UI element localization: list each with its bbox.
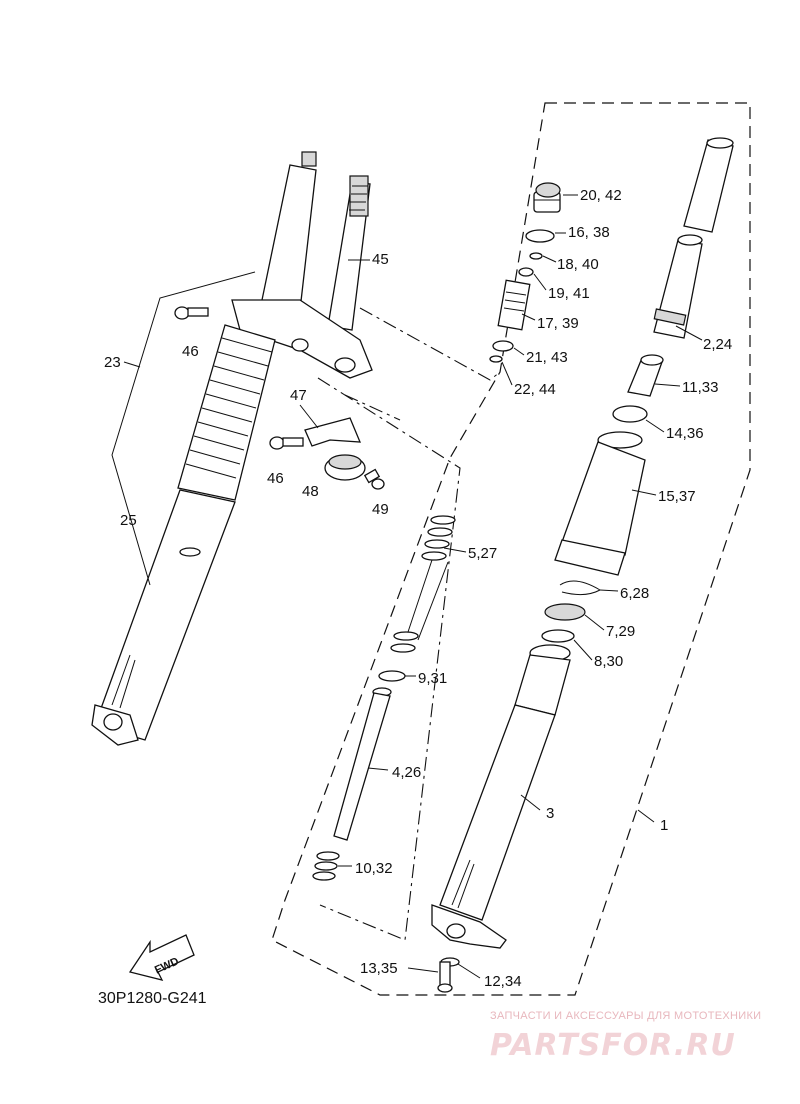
oring-19 (518, 267, 534, 277)
connector-line-lower (317, 377, 461, 941)
label-6-28: 6,28 (620, 585, 649, 602)
washer-21 (492, 340, 514, 352)
connector-line-bracket (344, 394, 401, 421)
bracket-47 (304, 417, 362, 447)
label-15-37: 15,37 (658, 488, 696, 505)
label-1: 1 (660, 817, 668, 834)
label-47: 47 (290, 387, 307, 404)
label-49: 49 (372, 501, 389, 518)
clamp-48 (324, 454, 366, 481)
bushing-11 (627, 354, 664, 397)
label-14-36: 14,36 (666, 425, 704, 442)
spring-5 (390, 515, 456, 653)
leader-23 (111, 271, 256, 586)
band-14 (612, 405, 648, 423)
cap-bolt-20 (533, 182, 561, 213)
bolt-46-top (174, 306, 209, 320)
outer-tube-3 (431, 644, 571, 949)
bolt-49 (363, 468, 385, 490)
clip-22 (489, 355, 503, 363)
label-46-top: 46 (182, 343, 199, 360)
washer-18 (529, 252, 543, 260)
label-22-44: 22, 44 (514, 381, 556, 398)
washer-8 (541, 629, 575, 643)
label-10-32: 10,32 (355, 860, 393, 877)
label-3: 3 (546, 805, 554, 822)
label-12-34: 12,34 (484, 973, 522, 990)
fwd-arrow-icon: FWD (128, 934, 195, 981)
label-11-33: 11,33 (682, 379, 718, 396)
label-18-40: 18, 40 (557, 256, 599, 273)
bolt-46-lower (269, 436, 304, 450)
bolt-13 (437, 961, 453, 993)
boot-15 (554, 431, 646, 576)
clip-6 (559, 580, 602, 596)
label-2-24: 2,24 (703, 336, 732, 353)
label-7-29: 7,29 (606, 623, 635, 640)
label-20-42: 20, 42 (580, 187, 622, 204)
assembly-1-boundary (271, 102, 751, 996)
seal-7 (544, 603, 586, 621)
label-46-lower: 46 (267, 470, 284, 487)
watermark-logo: PARTSFOR.RU (490, 1028, 736, 1063)
damper-rod-4 (333, 687, 392, 841)
spring-10 (312, 851, 340, 881)
label-19-41: 19, 41 (548, 285, 590, 302)
label-25: 25 (120, 512, 137, 529)
label-9-31: 9,31 (418, 670, 447, 687)
leader-lines (338, 194, 703, 979)
label-16-38: 16, 38 (568, 224, 610, 241)
inner-tube-2 (653, 137, 734, 339)
watermark-tagline: ЗАПЧАСТИ И АКСЕССУАРЫ ДЛЯ МОТОТЕХНИКИ (490, 1010, 762, 1022)
label-45: 45 (372, 251, 389, 268)
adjuster-17 (497, 279, 531, 331)
assembled-fork (91, 151, 373, 746)
diagram-code: 30P1280-G241 (98, 990, 207, 1007)
bellows-ribs (185, 337, 273, 479)
label-17-39: 17, 39 (537, 315, 579, 332)
label-4-26: 4,26 (392, 764, 421, 781)
label-23: 23 (104, 354, 121, 371)
label-5-27: 5,27 (468, 545, 497, 562)
label-21-43: 21, 43 (526, 349, 568, 366)
label-13-35: 13,35 (360, 960, 398, 977)
oring-16 (525, 229, 555, 243)
connector-line-upper (359, 307, 501, 381)
label-48: 48 (302, 483, 319, 500)
ring-9 (378, 670, 406, 682)
label-8-30: 8,30 (594, 653, 623, 670)
